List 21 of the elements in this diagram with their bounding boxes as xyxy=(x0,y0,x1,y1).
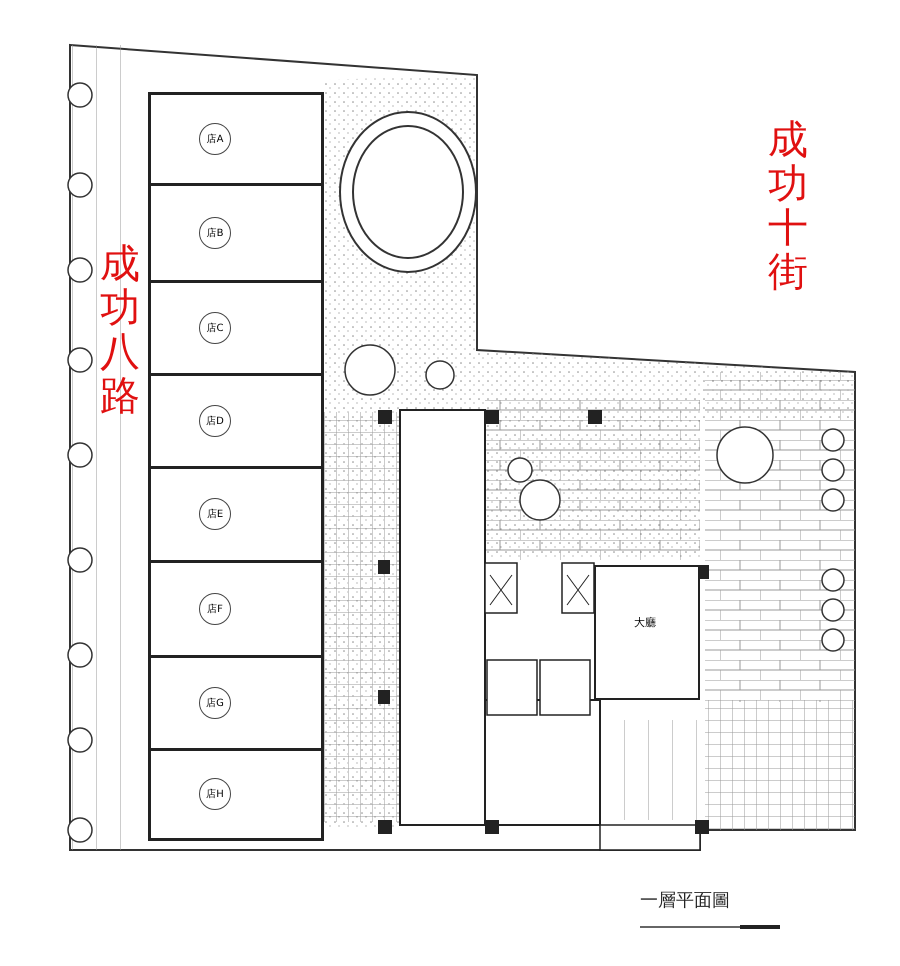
shop-unit xyxy=(148,655,324,751)
room-label: 店H xyxy=(199,778,231,810)
room-label: 店E xyxy=(199,498,231,530)
street-name: 成功八路 xyxy=(100,242,140,418)
shop-unit xyxy=(148,373,324,469)
room-label: 店G xyxy=(199,686,231,718)
shop-unit xyxy=(148,280,324,376)
shop-unit xyxy=(148,92,324,186)
street-name: 成功十街 xyxy=(768,118,808,294)
shop-unit xyxy=(148,560,324,658)
room-label: 店F xyxy=(199,592,231,624)
shop-unit xyxy=(148,183,324,283)
lobby-room xyxy=(594,565,700,700)
shop-unit xyxy=(148,748,324,841)
room-label: 店C xyxy=(199,312,231,344)
room-label: 大廳 xyxy=(634,615,656,630)
plan-title: 一層平面圖 xyxy=(640,889,730,912)
room-label: 店A xyxy=(199,122,231,154)
room-label: 店D xyxy=(199,404,231,436)
shop-unit xyxy=(148,466,324,563)
room-label: 店B xyxy=(199,216,231,248)
